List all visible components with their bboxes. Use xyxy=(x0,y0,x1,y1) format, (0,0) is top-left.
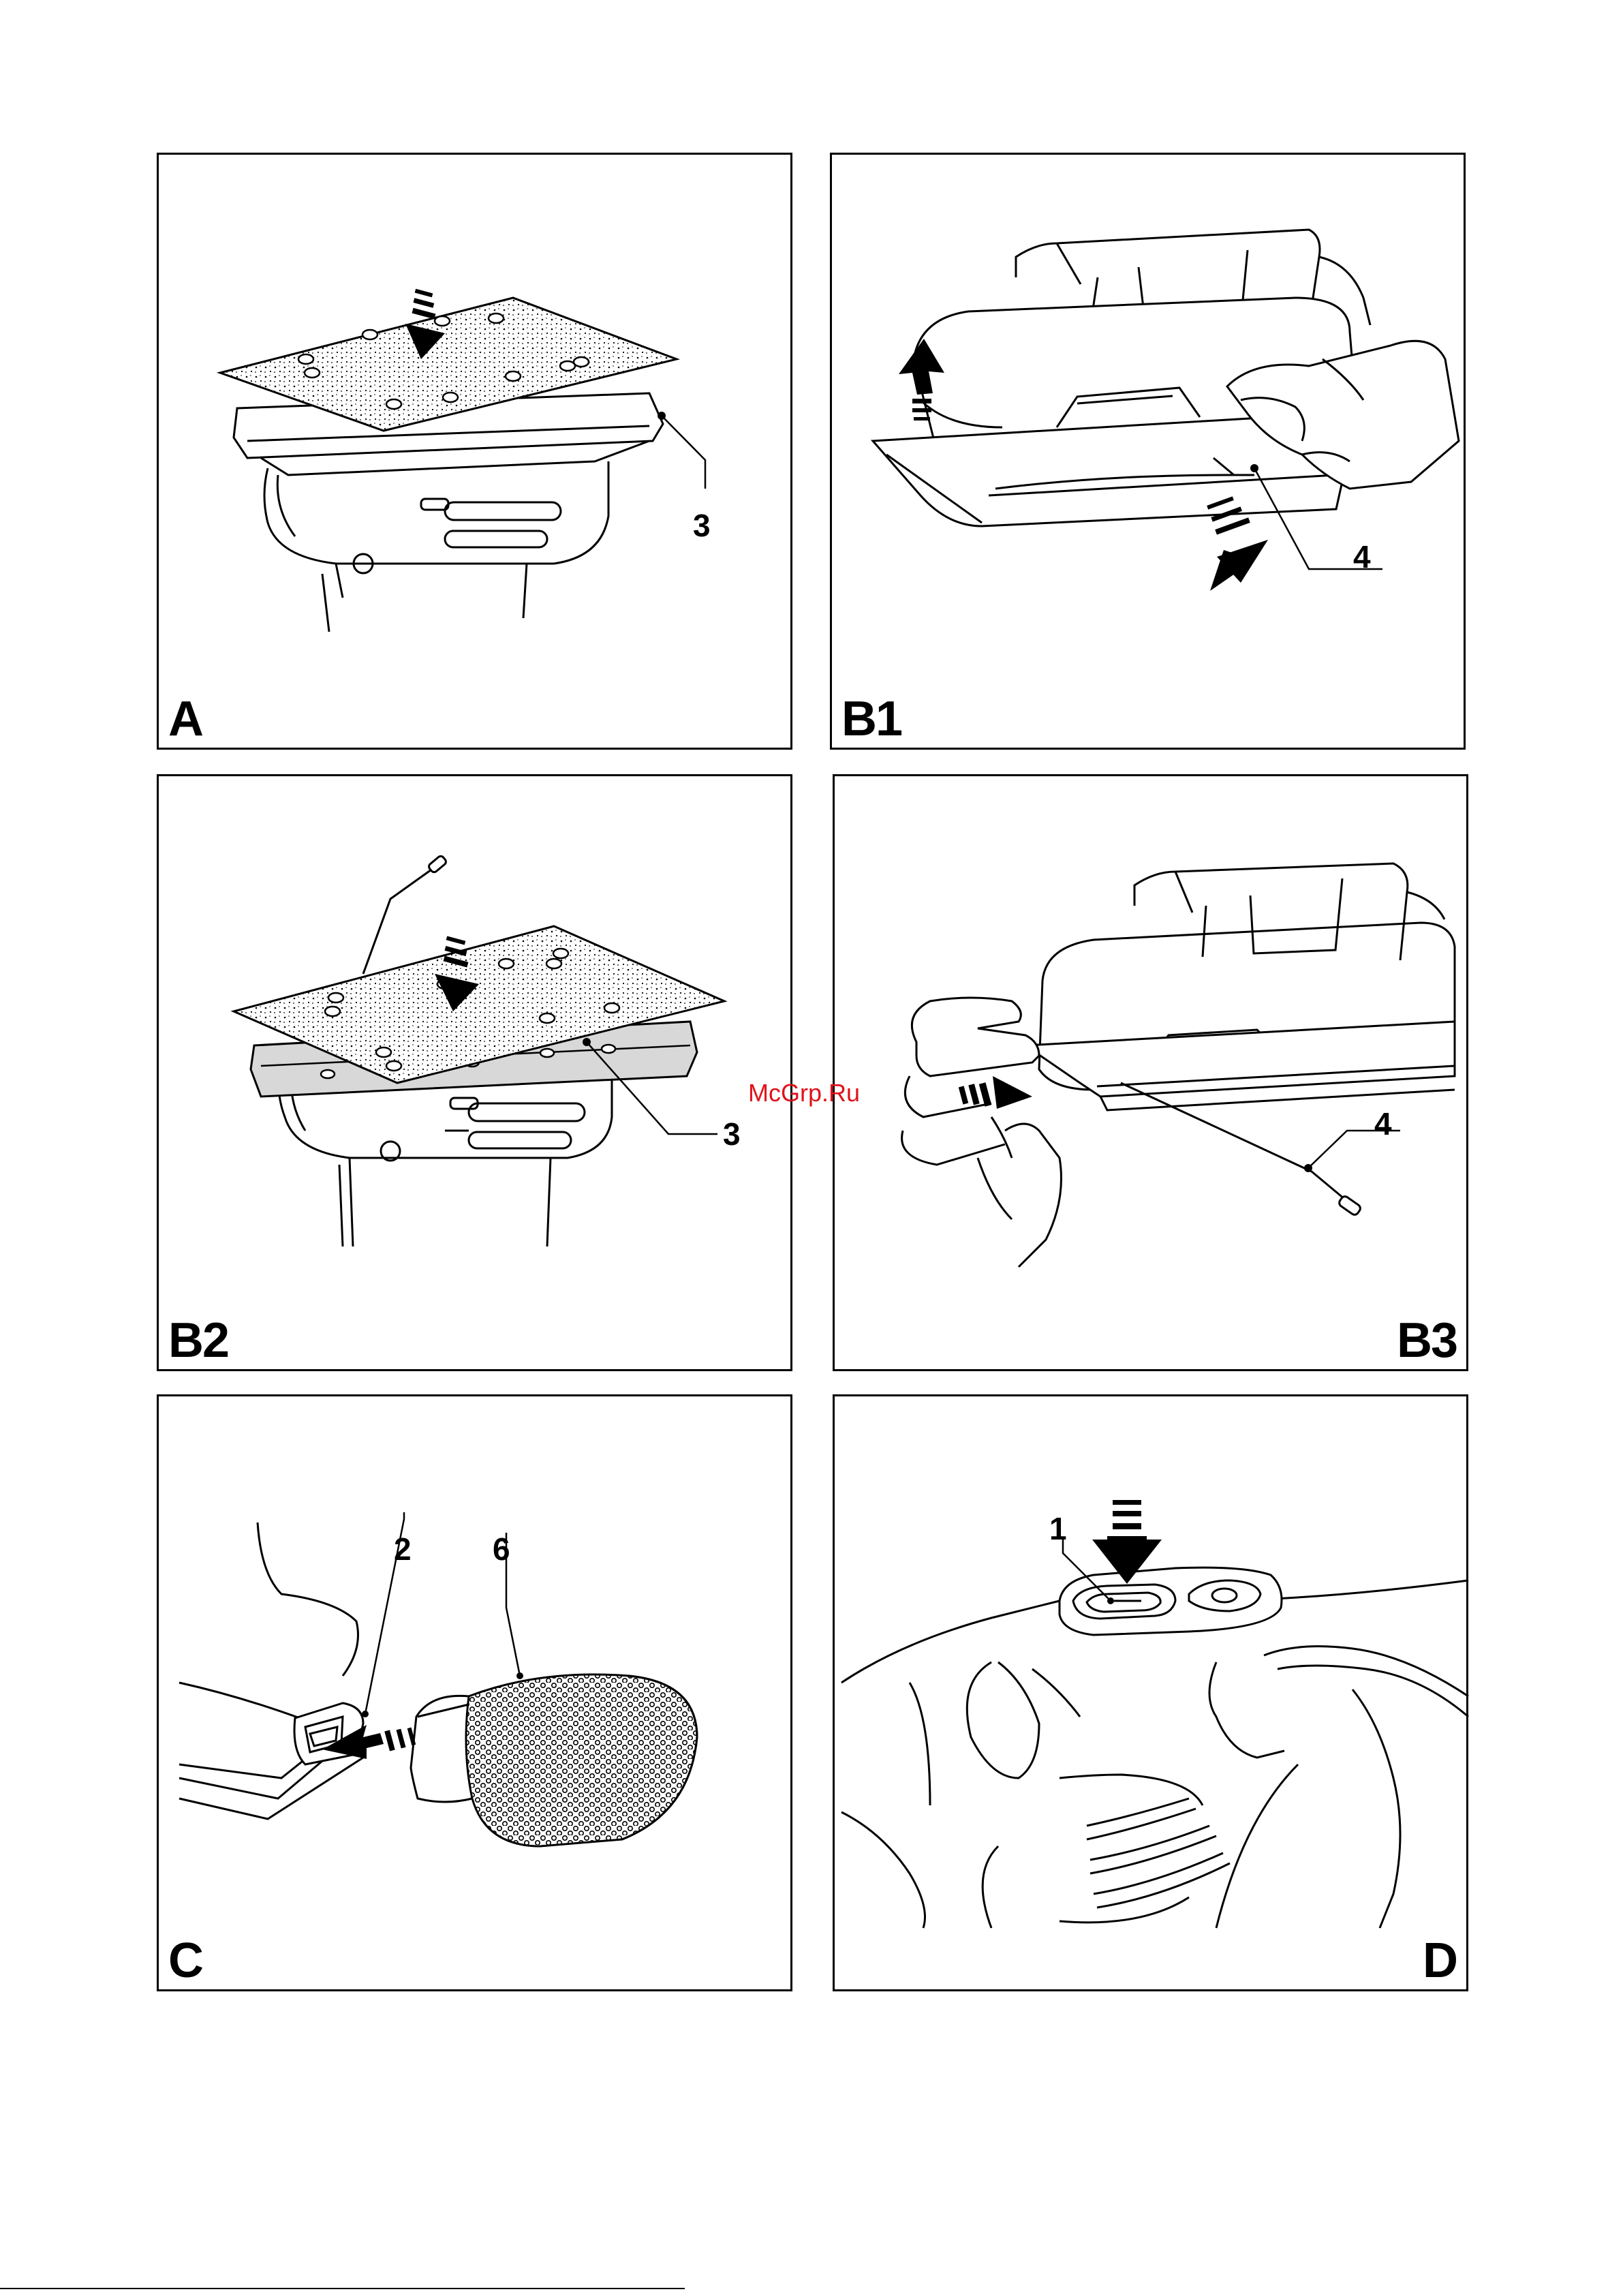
callout-6: 6 xyxy=(493,1531,510,1567)
panel-a: 3 A xyxy=(157,153,792,750)
panel-label-a: A xyxy=(168,694,202,744)
figure-a-sander-pad: 3 xyxy=(159,155,794,752)
figure-b2-sheet-insert: 3 xyxy=(159,776,794,1373)
panel-label-b3: B3 xyxy=(1397,1316,1457,1365)
figure-d-switch: 1 xyxy=(835,1396,1470,1993)
panel-b2: 3 B2 xyxy=(157,774,792,1371)
callout-2: 2 xyxy=(394,1531,412,1567)
figure-c-dust-bag: 2 6 xyxy=(159,1396,794,1993)
panel-b3: 4 B3 xyxy=(833,774,1468,1371)
callout-3-b2: 3 xyxy=(723,1116,741,1152)
watermark: McGrp.Ru xyxy=(748,1079,860,1107)
figure-b3-sheet-tension: 4 xyxy=(835,776,1470,1373)
panel-label-b2: B2 xyxy=(168,1316,228,1365)
bottom-rule xyxy=(0,2288,685,2289)
panel-label-c: C xyxy=(168,1936,202,1985)
figure-b1-clamp-release: 4 xyxy=(832,155,1468,752)
callout-1: 1 xyxy=(1049,1511,1067,1546)
callout-4-b3: 4 xyxy=(1374,1106,1392,1142)
panel-d: 1 D xyxy=(833,1394,1468,1991)
panel-label-d: D xyxy=(1423,1936,1457,1985)
panel-c: 2 6 C xyxy=(157,1394,792,1991)
panel-label-b1: B1 xyxy=(841,694,901,744)
callout-4: 4 xyxy=(1353,539,1371,575)
panel-b1: 4 B1 xyxy=(830,153,1466,750)
callout-3: 3 xyxy=(693,508,711,543)
